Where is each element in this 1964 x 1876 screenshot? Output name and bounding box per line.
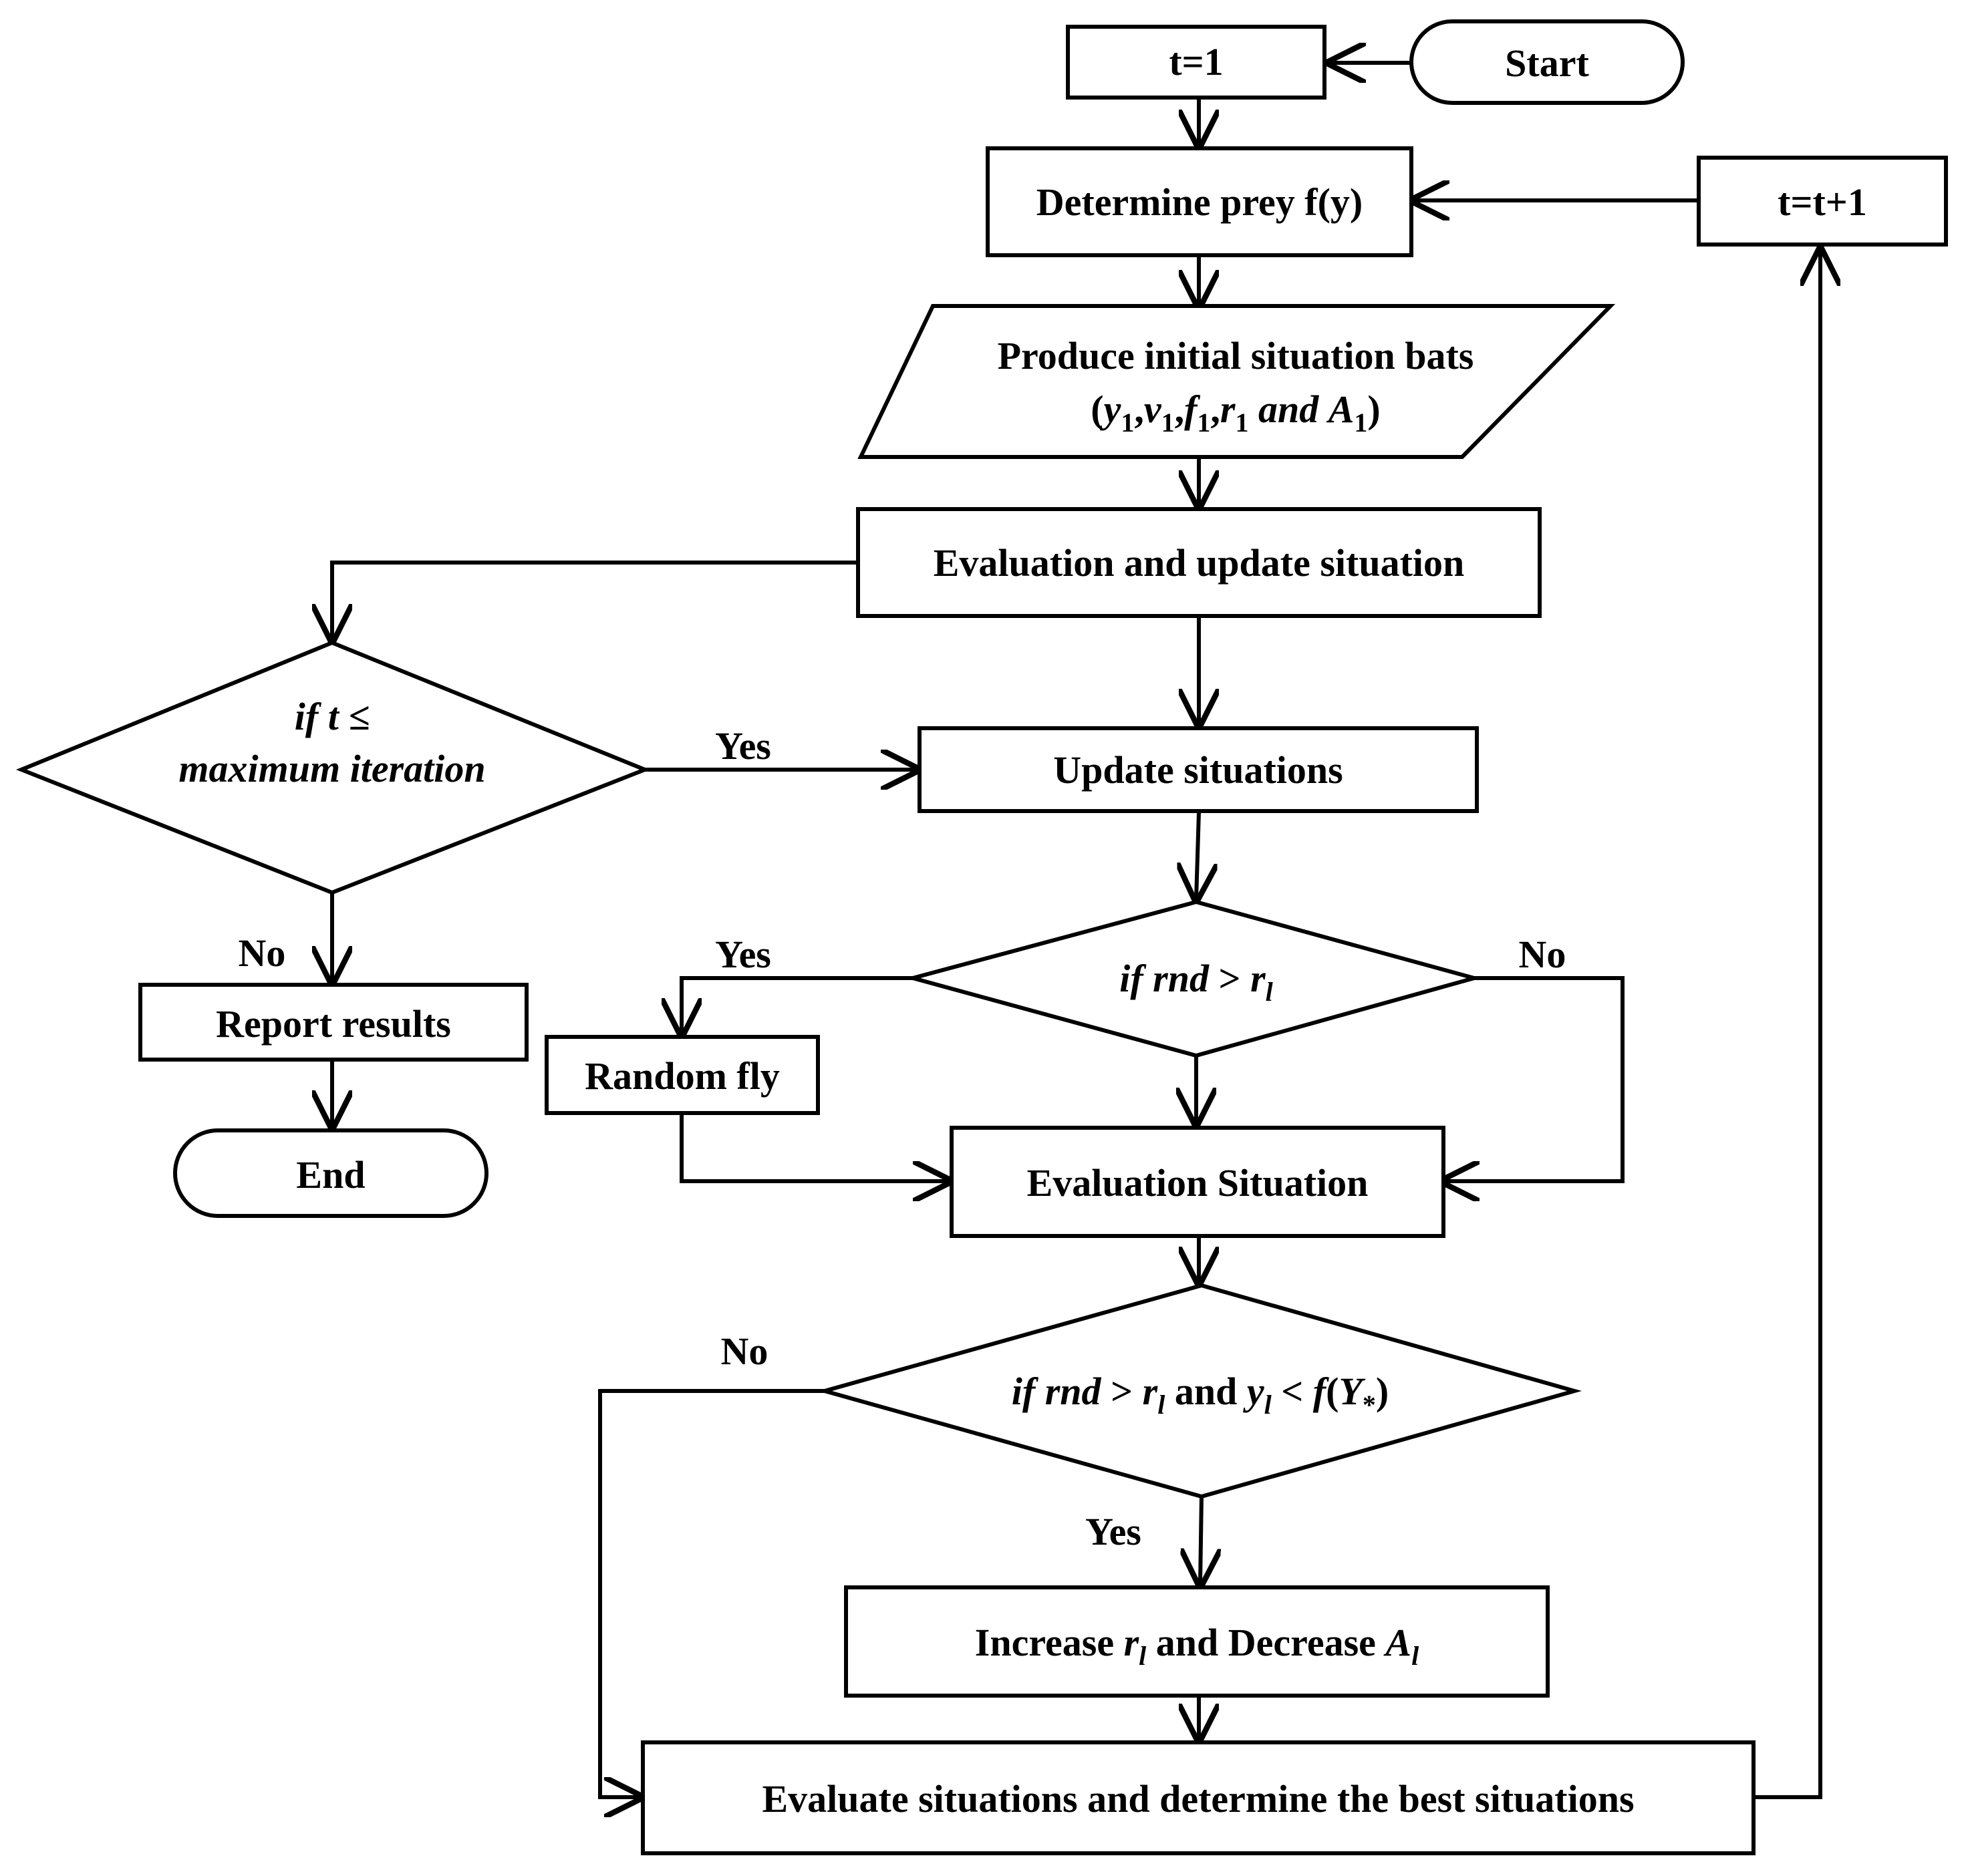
node-random-fly: Random fly: [545, 1035, 820, 1115]
arrow-rnd2-yes-to-increase: [1200, 1496, 1202, 1585]
t1-label: t=1: [1169, 40, 1223, 84]
decision-max-line2: maximum iteration: [178, 747, 485, 790]
evaluation-situation-label: Evaluation Situation: [1027, 1161, 1369, 1205]
arrow-eval-to-maxdecision: [332, 561, 858, 640]
node-start: Start: [1409, 19, 1685, 105]
node-eval-update: Evaluation and update situation: [856, 507, 1542, 618]
report-results-label: Report results: [216, 1002, 451, 1046]
edge-label-max-no: No: [239, 931, 286, 975]
start-label: Start: [1505, 41, 1589, 85]
node-decision-rnd2: if rnd > rl and yl < f(Y*): [817, 1283, 1582, 1499]
node-end: End: [173, 1128, 488, 1218]
edge-label-rnd2-no: No: [721, 1330, 768, 1373]
edge-label-rnd-yes: Yes: [715, 933, 771, 976]
increase-decrease-label: Increase rl and Decrease Al: [975, 1621, 1419, 1671]
end-label: End: [296, 1153, 365, 1197]
arrow-rnd-no-to-evalsit: [1443, 976, 1625, 1181]
arrow-rnd2-no-to-evalbest: [598, 1389, 825, 1797]
node-determine-prey: Determine prey f(y): [986, 146, 1413, 257]
node-update-situations: Update situations: [918, 726, 1479, 813]
node-decision-max-iteration: if t ≤ maximum iteration: [15, 640, 651, 895]
update-situations-label: Update situations: [1053, 748, 1343, 792]
node-decision-rnd: if rnd > rl: [905, 899, 1482, 1058]
arrow-rnd-yes-to-randomfly: [682, 976, 913, 1034]
connectors: [332, 63, 1820, 1797]
node-evaluation-situation: Evaluation Situation: [950, 1126, 1445, 1238]
edge-labels: Yes No Yes No No Yes: [239, 724, 1566, 1553]
arrow-update-to-rnddecision: [1196, 812, 1199, 899]
edge-label-rnd2-yes: Yes: [1085, 1510, 1141, 1553]
node-t1: t=1: [1066, 25, 1326, 100]
decision-rnd-label: if rnd > rl: [1119, 957, 1273, 1007]
produce-line1-label: Produce initial situation bats: [998, 334, 1474, 377]
node-report-results: Report results: [138, 983, 529, 1062]
arrow-evalbest-to-tinc: [1753, 250, 1820, 1799]
produce-line2-label: (y1,v1,f1,r1 and A1): [1091, 387, 1381, 438]
decision-max-line1: if t ≤: [295, 695, 370, 738]
edge-label-max-yes: Yes: [715, 724, 771, 768]
node-evaluate-best: Evaluate situations and determine the be…: [641, 1740, 1756, 1855]
eval-update-label: Evaluation and update situation: [934, 541, 1465, 585]
t-increment-label: t=t+1: [1778, 180, 1867, 224]
node-t-increment: t=t+1: [1697, 156, 1948, 247]
node-increase-decrease: Increase rl and Decrease Al: [844, 1585, 1550, 1698]
evaluate-best-label: Evaluate situations and determine the be…: [762, 1777, 1634, 1821]
arrow-randomfly-to-evalsit: [680, 1114, 949, 1181]
determine-prey-label: Determine prey f(y): [1036, 180, 1363, 224]
random-fly-label: Random fly: [585, 1054, 780, 1098]
edge-label-rnd-no: No: [1519, 933, 1566, 976]
decision-rnd2-label: if rnd > rl and yl < f(Y*): [1012, 1370, 1389, 1420]
node-produce-initial: Produce initial situation bats (y1,v1,f1…: [857, 304, 1616, 459]
